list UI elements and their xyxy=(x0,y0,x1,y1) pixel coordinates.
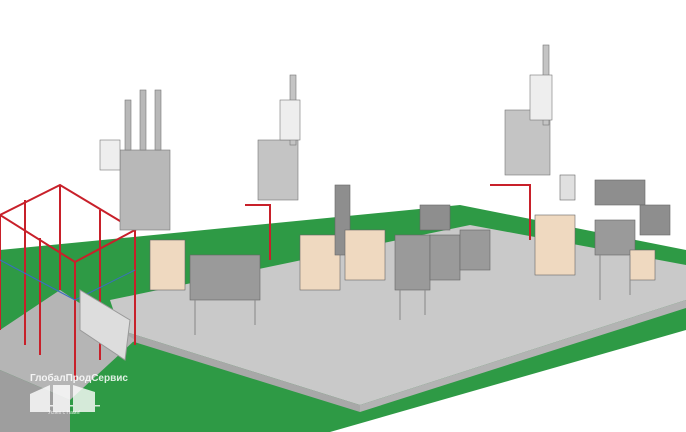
watermark-slogan: Успех с Нами! xyxy=(48,410,81,416)
company-logo xyxy=(30,385,100,412)
support-legs xyxy=(194,255,631,335)
dryer-tower-center xyxy=(257,74,301,201)
red-supports xyxy=(245,184,531,260)
dryer-tower-left xyxy=(99,89,171,231)
processing-equipment xyxy=(149,174,671,301)
dryer-tower-right xyxy=(504,44,553,176)
watermark-company: ГлобалПродСервис xyxy=(30,373,128,384)
